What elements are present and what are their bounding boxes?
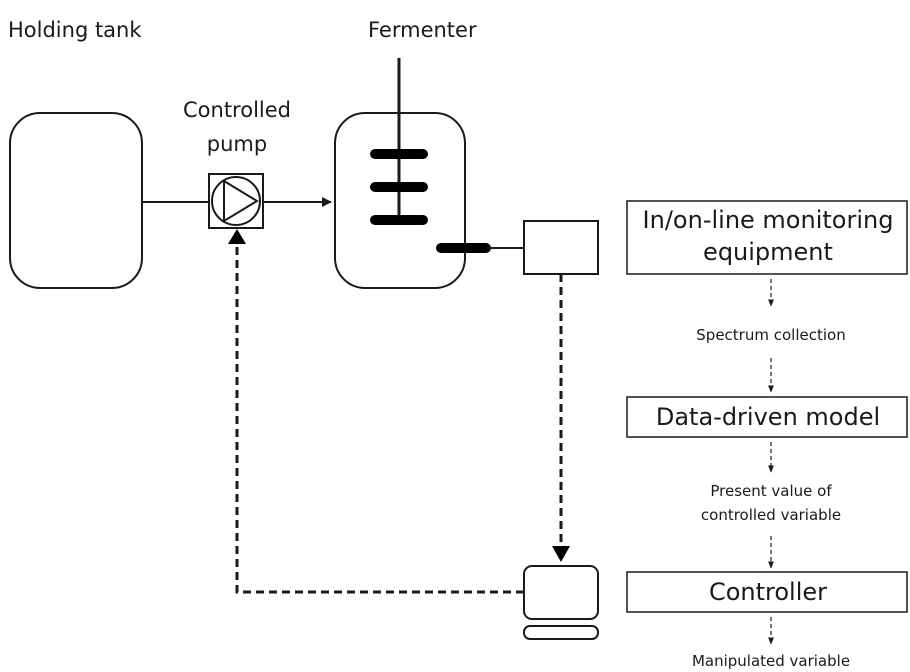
- flow-chart: In/on-line monitoring equipment Spectrum…: [626, 200, 908, 670]
- monitoring-box-text-line1: In/on-line monitoring: [643, 206, 894, 234]
- monitoring-box: [626, 200, 908, 275]
- monitoring-device: [523, 220, 599, 275]
- model-box: [626, 396, 908, 438]
- present-value-text-line2: controlled variable: [701, 506, 841, 524]
- pump-icon: [208, 173, 264, 229]
- monitoring-box-text-line2: equipment: [703, 238, 833, 266]
- controller-box-text: Controller: [709, 578, 827, 606]
- feedback-arrowhead-up: [228, 229, 246, 244]
- holding-tank: [9, 112, 143, 289]
- holding-tank-label: Holding tank: [8, 18, 142, 42]
- present-value-text-line1: Present value of: [710, 482, 832, 500]
- model-box-text: Data-driven model: [656, 403, 880, 431]
- computer-icon: [523, 565, 599, 640]
- feedback-computer-to-pump: [235, 240, 524, 594]
- controlled-pump-label-line2: pump: [207, 132, 267, 156]
- agitator-icon: [370, 58, 428, 225]
- fermenter-label: Fermenter: [368, 18, 477, 42]
- controller-box: [626, 571, 908, 613]
- controlled-pump-label-line1: Controlled: [183, 98, 291, 122]
- signal-arrowhead-down: [552, 546, 570, 562]
- spectrum-collection-text: Spectrum collection: [696, 326, 845, 344]
- manipulated-variable-text: Manipulated variable: [692, 652, 850, 670]
